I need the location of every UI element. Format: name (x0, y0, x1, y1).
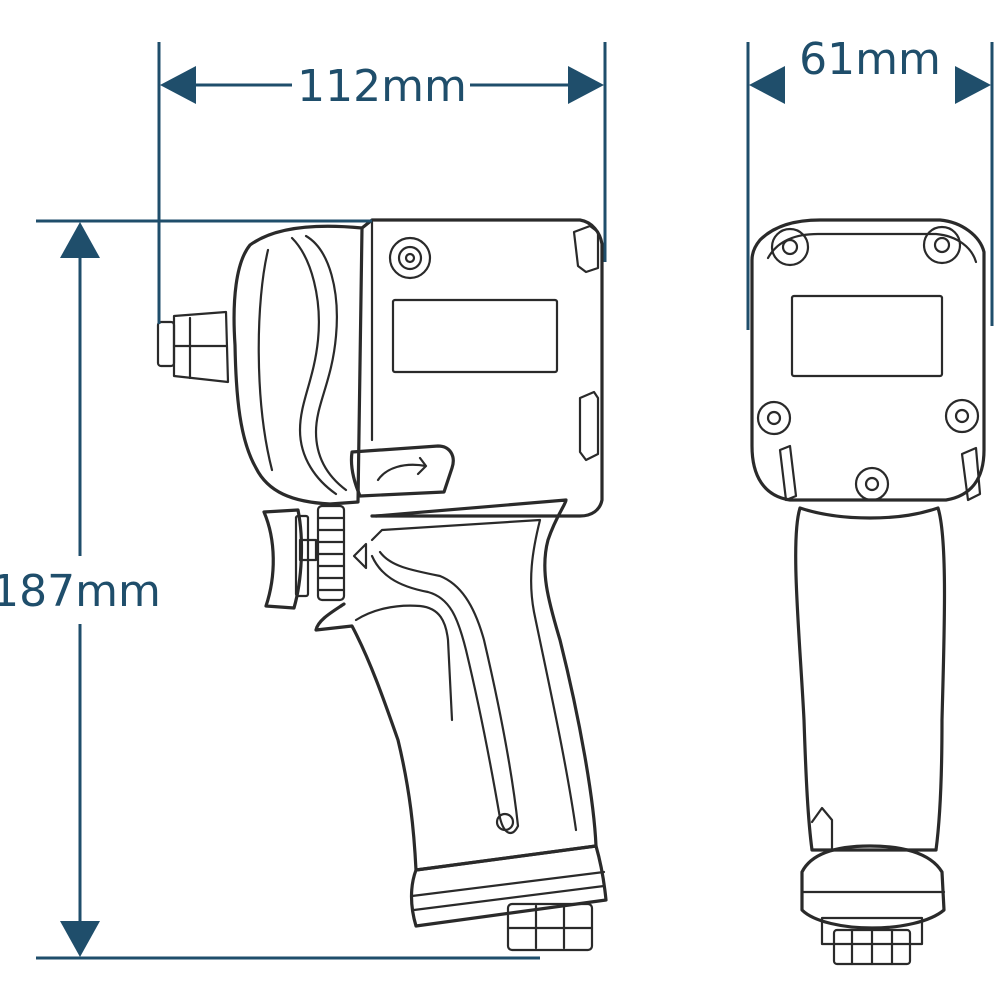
motor-housing (360, 218, 604, 518)
side-view (156, 218, 608, 952)
pistol-grip (314, 498, 598, 872)
front-view (750, 218, 986, 966)
front-housing (750, 218, 986, 502)
trigger (262, 508, 318, 610)
length-dimension: 112mm (157, 42, 607, 324)
width-dimension-label: 61mm (799, 34, 941, 85)
front-grip (794, 506, 947, 852)
hammer-case (232, 224, 364, 506)
front-base-air-inlet (800, 844, 946, 966)
dimension-annotations: 112mm 61mm 187mm (0, 34, 994, 960)
height-dimension-label: 187mm (0, 566, 161, 617)
width-dimension: 61mm (746, 34, 994, 330)
length-dimension-label: 112mm (297, 61, 467, 112)
height-dimension: 187mm (0, 219, 540, 960)
square-drive-anvil (156, 310, 230, 384)
regulator-wheel (316, 504, 368, 602)
reverse-switch (349, 444, 455, 498)
grip-base-air-inlet (409, 844, 608, 952)
